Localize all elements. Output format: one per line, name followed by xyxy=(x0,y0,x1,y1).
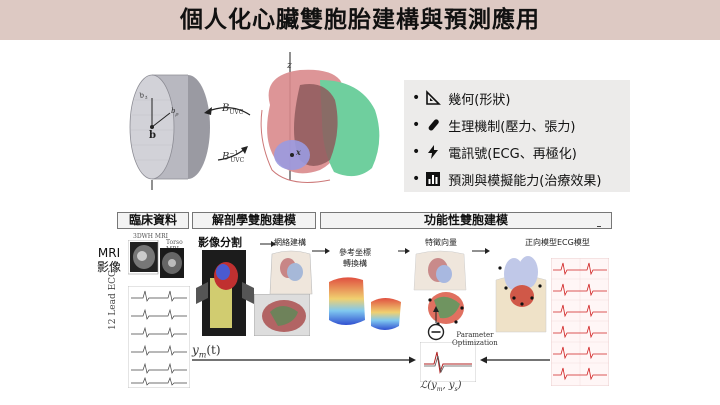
bar-chart-icon xyxy=(424,170,442,188)
measured-ecg-label: ym(t) xyxy=(192,343,221,360)
seg-to-mesh-arrow xyxy=(260,241,276,247)
mri-label: MRI 影像 xyxy=(97,246,122,274)
disk-br-label: bρ xyxy=(171,107,179,118)
triangle-ruler-icon xyxy=(424,89,442,107)
minus-circle-icon xyxy=(427,323,445,341)
loss-plot xyxy=(420,342,476,382)
header-mark xyxy=(597,226,601,227)
legend-text: 生理機制(壓力、張力) xyxy=(448,119,576,135)
z-axis-label: z xyxy=(287,61,292,71)
measured-to-loss-arrow xyxy=(192,356,416,364)
title-bar xyxy=(0,0,720,40)
uvc-mapping-diagram xyxy=(129,52,380,190)
loss-function-label: ℒ(ym, ys) xyxy=(420,380,462,393)
mri-3d-label: 3DWH MRI xyxy=(133,233,168,240)
legend-text: 電訊號(ECG、再極化) xyxy=(448,146,577,162)
mri-thumbnails xyxy=(128,240,184,278)
forward-ecg-torso-model xyxy=(495,256,547,333)
coord-transform-label: 參考坐標 轉換構 xyxy=(339,248,371,268)
legend-text: 幾何(形狀) xyxy=(448,92,511,108)
disk-b-label: b xyxy=(149,130,156,141)
parameter-optimization-label: Parameter Optimization xyxy=(452,331,498,347)
meshing-label: 網絡建構 xyxy=(274,238,306,247)
twin-capabilities-legend: • 幾何(形狀) • 生理機制(壓力、張力) • 電訊號(ECG、再極化) • … xyxy=(404,80,630,192)
feature-vector-label: 特徵向量 xyxy=(425,238,457,247)
test-tube-icon xyxy=(424,116,442,134)
feature-vector-models xyxy=(413,250,467,326)
torso-mesh-model xyxy=(269,250,313,295)
page-title: 個人化心臟雙胞胎建構與預測應用 xyxy=(180,7,540,33)
legend-item-electrical: • 電訊號(ECG、再極化) xyxy=(412,143,577,162)
legend-item-prediction: • 預測與模擬能力(治療效果) xyxy=(412,170,602,189)
section-functional-twin: 功能性雙胞建模 xyxy=(320,212,612,229)
stage-flow-arrows xyxy=(312,248,490,254)
optimization-up-arrow xyxy=(433,306,439,323)
forward-ecg-model-label: 正向模型ECG模型 xyxy=(525,238,590,247)
legend-item-physiology: • 生理機制(壓力、張力) xyxy=(412,116,576,135)
uvc-forward-label: BUVC xyxy=(222,103,244,116)
lightning-icon xyxy=(424,143,442,161)
simulated-to-loss-arrow xyxy=(480,356,550,364)
legend-text: 預測與模擬能力(治療效果) xyxy=(448,173,602,189)
heart-point-label: x xyxy=(296,147,301,157)
ecg-12-lead-label: 12 Lead ECG xyxy=(108,269,118,330)
segmented-heart-inset xyxy=(254,294,310,336)
legend-item-geometry: • 幾何(形狀) xyxy=(412,89,511,108)
reference-disk xyxy=(129,74,210,190)
reference-coordinate-maps xyxy=(329,277,401,330)
heart-model xyxy=(260,52,380,183)
segmentation-label: 影像分割 xyxy=(198,236,242,249)
clinical-ecg-sheet xyxy=(128,286,190,388)
segmentation-volume xyxy=(196,250,254,336)
section-anatomical-twin: 解剖學雙胞建模 xyxy=(192,212,316,229)
section-clinical-data: 臨床資料 xyxy=(117,212,189,229)
uvc-inverse-label: B−1UVC xyxy=(222,150,245,165)
simulated-ecg-sheet xyxy=(551,258,609,386)
